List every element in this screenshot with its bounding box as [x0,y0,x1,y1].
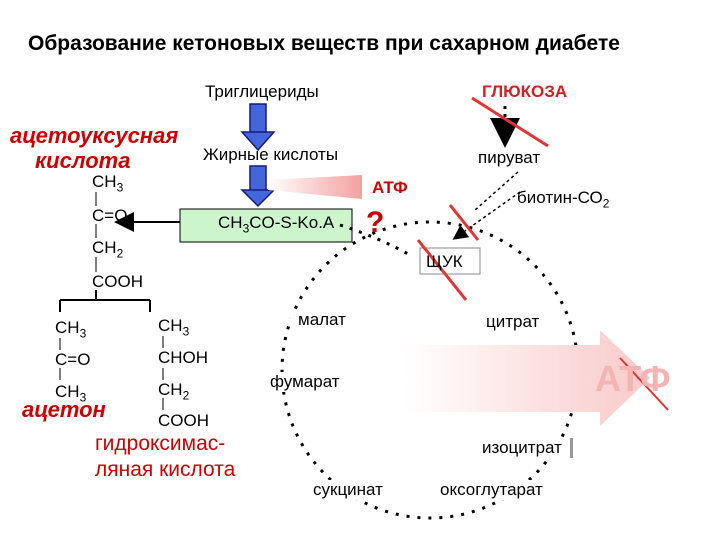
atp-big-arrow [405,330,650,426]
fumarate-label: фумарат [262,372,348,392]
acetone-ch3-top-sub: 3 [79,326,87,341]
glucose-block-line [471,96,549,148]
hydroxybutyric-ch3-text: CH [158,316,183,335]
page-title: Образование кетоновых веществ при сахарн… [28,32,620,55]
oxoglutarate-label: оксоглутарат [432,480,551,500]
acetoacetic-co: C=O [92,206,128,225]
malate-label: малат [290,310,354,330]
acetyl-sub3: 3 [242,221,250,236]
acetone-ch3-bottom-text: CH [55,382,80,401]
pyruvate-block-line [448,204,480,241]
acetone-label: ацетон [22,397,106,422]
fork-lines [59,290,151,312]
acetoacetic-ch2-text: CH [92,238,117,257]
glucose-label: ГЛЮКОЗА [482,82,568,101]
fatty-acids-label: Жирные кислоты [203,145,339,164]
citrate-label: цитрат [478,312,548,332]
acetyl-box [179,208,353,243]
acetone-ch3-top: CH3 [55,318,86,340]
biotin-text: биотин-СО [517,188,603,207]
acetoacetic-label-line2: кислота [35,148,131,173]
shchuk-label: ЩУК [426,252,463,271]
acetyl-dashed-line [339,223,411,257]
blue-arrow-fatty-acids [240,165,276,208]
atp-big-label: АТФ [595,358,671,399]
acetone-ch3-bottom-sub: 3 [79,390,87,405]
acetoacetic-label-line1: ацетоуксусная [10,123,179,148]
question-mark: ? [366,206,385,239]
hydroxybutyric-ch3: CH3 [158,316,189,338]
acetoacetic-ch2-sub: 2 [116,246,124,261]
hydroxybutyric-label-line2: ляная кислота [95,458,236,481]
acetyl-ch: CH [218,213,243,232]
biotin-to-shchuk-line [452,191,521,240]
biotin-subscript: 2 [602,196,610,211]
hydroxybutyric-ch2-sub: 2 [182,388,190,403]
triglycerides-label: Триглицериды [205,82,319,101]
hydroxybutyric-ch3-sub: 3 [182,324,190,339]
hydroxybutyric-choh: CHOH [158,348,209,367]
acetoacetic-cooh: COOH [92,272,143,291]
succinate-label: сукцинат [305,480,391,500]
acetyl-coa-label: CH3CO-S-Ko.A [218,213,334,235]
atp-label: АТФ [372,178,408,197]
shchuk-box [419,247,481,275]
acetoacetic-ch3-sub: 3 [116,180,124,195]
pyruvate-to-biotin-line [474,171,519,211]
biotin-label: биотин-СО2 [517,188,609,210]
hydroxybutyric-cooh: COOH [158,411,209,430]
shchuk-block-line [416,239,468,301]
atp-block-line [619,357,669,411]
acetoacetic-ch2: CH2 [92,238,123,260]
acetone-co: C=O [55,350,91,369]
hydroxybutyric-label-line1: гидроксимас- [95,432,226,455]
acetyl-rest: CO-S-Ko.A [249,213,335,232]
acetoacetic-ch3: CH3 [92,172,123,194]
acetone-ch3-top-text: CH [55,318,80,337]
atp-wedge [268,175,362,199]
blue-arrow-triglycerides [240,103,276,152]
acetoacetic-ch3-text: CH [92,172,117,191]
isocitrate-label: изоцитрат [474,438,573,458]
hydroxybutyric-ch2-text: CH [158,380,183,399]
acetone-ch3-bottom: CH3 [55,382,86,404]
pyruvate-label: пируват [478,148,541,167]
hydroxybutyric-ch2: CH2 [158,380,189,402]
